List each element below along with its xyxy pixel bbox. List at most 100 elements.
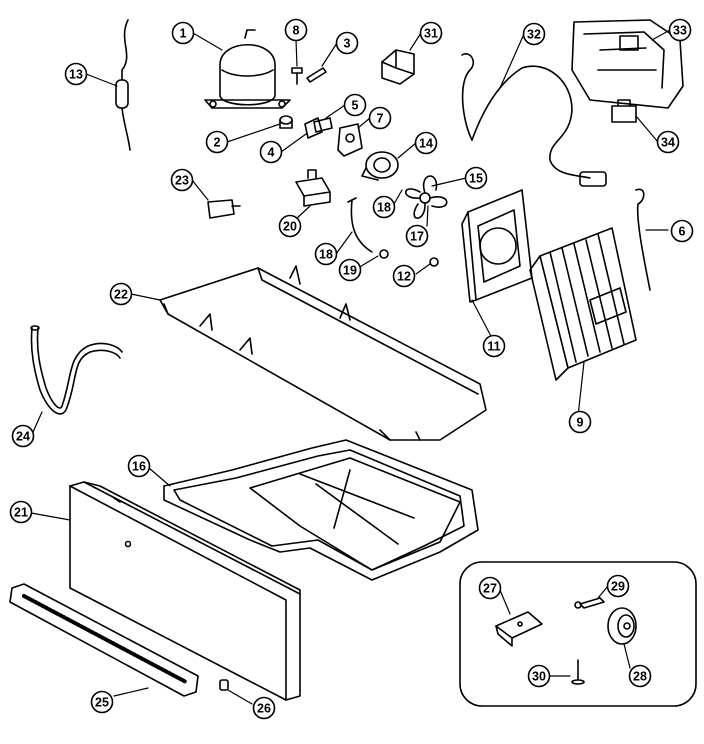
drain-tube-part — [635, 188, 651, 291]
callout-label: 33 — [673, 24, 687, 38]
callout-label: 16 — [132, 460, 146, 474]
callout-label: 28 — [633, 670, 647, 684]
thermostat-bracket-part — [295, 169, 331, 207]
callout-label: 34 — [661, 136, 675, 150]
callout-label: 32 — [527, 28, 541, 42]
callout-circle — [284, 18, 308, 42]
callout-circle — [109, 282, 133, 306]
callout-circle — [372, 195, 396, 219]
callout-circle — [343, 93, 367, 117]
callout-label: 12 — [397, 270, 411, 284]
callout-circle — [11, 424, 35, 448]
callout-label: 3 — [344, 37, 351, 51]
callout-label: 8 — [293, 24, 300, 38]
callout-label: 23 — [175, 174, 189, 188]
callout-circle — [90, 690, 114, 714]
callout-circle — [522, 22, 546, 46]
fan-motor-part — [361, 151, 399, 181]
callout-label: 19 — [343, 264, 357, 278]
callout-label: 15 — [469, 172, 483, 186]
callout-label: 4 — [268, 146, 275, 160]
callout-circle — [314, 242, 338, 266]
divider-panel-part — [159, 265, 487, 441]
callout-label: 21 — [14, 506, 28, 520]
callout-label: 20 — [283, 220, 297, 234]
callout-circle — [368, 106, 392, 130]
evaporator-part — [529, 227, 637, 381]
callout-circle — [568, 410, 592, 434]
callout-circle — [259, 140, 283, 164]
callout-circle — [414, 131, 438, 155]
fan-shroud-part — [461, 189, 533, 303]
callout-label: 13 — [69, 68, 83, 82]
pin-part — [306, 67, 327, 83]
callout-label: 1 — [180, 27, 187, 41]
power-cord-part — [461, 53, 607, 187]
bracket-part — [304, 117, 323, 139]
callout-circle — [419, 21, 443, 45]
callout-label: 14 — [419, 137, 433, 151]
callout-label: 18 — [377, 201, 391, 215]
callout-circle — [171, 21, 195, 45]
callout-circle — [464, 166, 488, 190]
relay-part — [381, 49, 415, 85]
callout-label: 22 — [114, 288, 128, 302]
callout-label: 29 — [611, 580, 625, 594]
grille-part — [9, 583, 199, 697]
callout-label: 24 — [16, 430, 30, 444]
control-housing-part — [571, 19, 684, 109]
callout-label: 25 — [95, 696, 109, 710]
callout-circle — [392, 264, 416, 288]
nut-12-part — [429, 257, 439, 267]
callout-circle — [670, 219, 694, 243]
front-panel-part — [69, 481, 301, 701]
callout-label: 30 — [532, 670, 546, 684]
callout-label: 6 — [679, 225, 686, 239]
callout-circle — [668, 18, 692, 42]
callout-circle — [170, 168, 194, 192]
overload-part — [337, 123, 363, 157]
callout-label: 2 — [214, 136, 221, 150]
callout-circle — [9, 500, 33, 524]
leveler-30-part — [571, 659, 585, 685]
nut-19-part — [379, 249, 389, 259]
callout-circle — [127, 454, 151, 478]
callout-label: 7 — [377, 112, 384, 126]
callout-circle — [482, 334, 506, 358]
callout-circle — [335, 31, 359, 55]
callout-circle — [405, 224, 429, 248]
fan-blade-part — [404, 175, 448, 219]
callout-label: 17 — [410, 230, 424, 244]
callout-label: 31 — [424, 27, 438, 41]
callout-circle — [338, 258, 362, 282]
clip-26-part — [219, 679, 229, 691]
callout-circle — [527, 664, 551, 688]
callout-circle — [205, 130, 229, 154]
callout-circle — [606, 574, 630, 598]
inset-frame — [459, 561, 697, 707]
bolt-29-part — [574, 597, 605, 609]
callout-label: 26 — [257, 702, 271, 716]
drier-tube-part — [115, 19, 131, 151]
heater-rod-part — [347, 197, 373, 253]
grommet-part — [279, 115, 293, 129]
wheel-28-part — [607, 607, 637, 645]
compressor-part — [204, 29, 291, 109]
hose-part — [30, 325, 123, 415]
leader-lines — [30, 29, 671, 705]
callout-circle — [656, 130, 680, 154]
small-bracket-part — [207, 199, 241, 219]
callout-circle — [64, 62, 88, 86]
callout-circle — [478, 576, 502, 600]
callout-label: 27 — [483, 582, 497, 596]
clip-part — [313, 117, 333, 133]
drain-pan-part — [163, 439, 479, 581]
callout-circle — [278, 214, 302, 238]
hinge-27-part — [495, 611, 543, 647]
callout-circle — [252, 696, 276, 720]
callout-label: 18 — [319, 248, 333, 262]
callout-label: 11 — [487, 340, 500, 354]
